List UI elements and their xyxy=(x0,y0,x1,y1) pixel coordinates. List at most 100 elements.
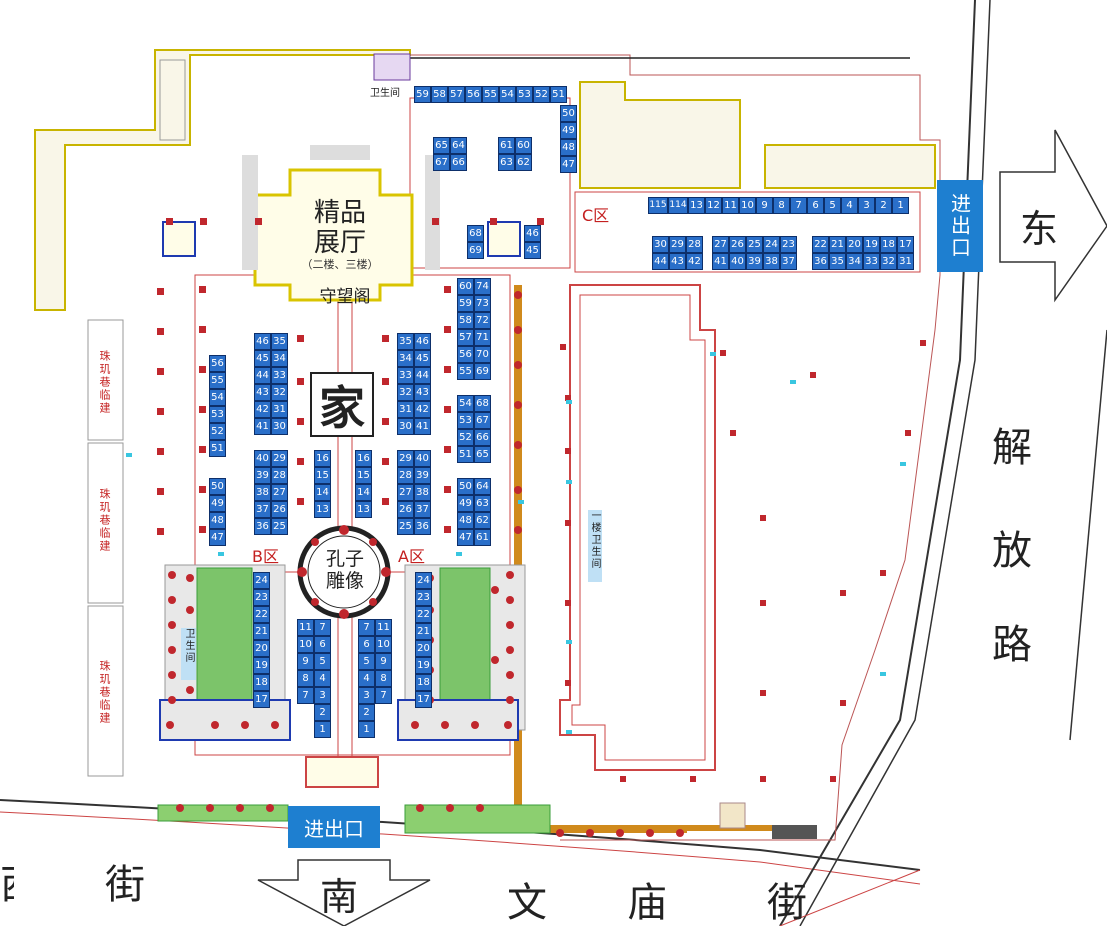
booth[interactable]: 25 xyxy=(397,518,414,535)
booth[interactable]: 68 xyxy=(474,395,491,412)
booth[interactable]: 48 xyxy=(560,139,577,156)
booth[interactable]: 3 xyxy=(358,687,375,704)
booth[interactable]: 59 xyxy=(457,295,474,312)
booth[interactable]: 114 xyxy=(668,197,688,214)
booth[interactable]: 11 xyxy=(375,619,392,636)
booth[interactable]: 11 xyxy=(722,197,739,214)
booth[interactable]: 40 xyxy=(254,450,271,467)
booth[interactable]: 60 xyxy=(515,137,532,154)
booth[interactable]: 45 xyxy=(524,242,541,259)
booth[interactable]: 51 xyxy=(209,440,226,457)
booth[interactable]: 66 xyxy=(450,154,467,171)
booth[interactable]: 28 xyxy=(397,467,414,484)
booth[interactable]: 48 xyxy=(457,512,474,529)
booth[interactable]: 16 xyxy=(355,450,372,467)
booth[interactable]: 51 xyxy=(550,86,567,103)
booth[interactable]: 46 xyxy=(254,333,271,350)
booth[interactable]: 25 xyxy=(271,518,288,535)
booth[interactable]: 63 xyxy=(498,154,515,171)
booth[interactable]: 55 xyxy=(457,363,474,380)
booth[interactable]: 43 xyxy=(414,384,431,401)
booth[interactable]: 57 xyxy=(448,86,465,103)
booth[interactable]: 68 xyxy=(467,225,484,242)
booth[interactable]: 8 xyxy=(773,197,790,214)
booth[interactable]: 38 xyxy=(254,484,271,501)
booth[interactable]: 26 xyxy=(397,501,414,518)
booth[interactable]: 24 xyxy=(763,236,780,253)
booth[interactable]: 42 xyxy=(254,401,271,418)
booth[interactable]: 43 xyxy=(669,253,686,270)
booth[interactable]: 56 xyxy=(457,346,474,363)
booth[interactable]: 61 xyxy=(498,137,515,154)
booth[interactable]: 63 xyxy=(474,495,491,512)
booth[interactable]: 34 xyxy=(397,350,414,367)
booth[interactable]: 26 xyxy=(729,236,746,253)
booth[interactable]: 25 xyxy=(746,236,763,253)
booth[interactable]: 42 xyxy=(686,253,703,270)
booth[interactable]: 49 xyxy=(560,122,577,139)
booth[interactable]: 58 xyxy=(431,86,448,103)
booth[interactable]: 72 xyxy=(474,312,491,329)
booth[interactable]: 27 xyxy=(712,236,729,253)
booth[interactable]: 32 xyxy=(271,384,288,401)
booth[interactable]: 62 xyxy=(474,512,491,529)
booth[interactable]: 40 xyxy=(414,450,431,467)
booth[interactable]: 47 xyxy=(209,529,226,546)
booth[interactable]: 62 xyxy=(515,154,532,171)
booth[interactable]: 70 xyxy=(474,346,491,363)
booth[interactable]: 53 xyxy=(516,86,533,103)
booth[interactable]: 7 xyxy=(375,687,392,704)
booth[interactable]: 1 xyxy=(314,721,331,738)
booth[interactable]: 41 xyxy=(254,418,271,435)
booth[interactable]: 42 xyxy=(414,401,431,418)
booth[interactable]: 7 xyxy=(297,687,314,704)
booth[interactable]: 34 xyxy=(846,253,863,270)
booth[interactable]: 74 xyxy=(474,278,491,295)
booth[interactable]: 48 xyxy=(209,512,226,529)
booth[interactable]: 10 xyxy=(297,636,314,653)
booth[interactable]: 40 xyxy=(729,253,746,270)
booth[interactable]: 26 xyxy=(271,501,288,518)
booth[interactable]: 43 xyxy=(254,384,271,401)
booth[interactable]: 31 xyxy=(397,401,414,418)
booth[interactable]: 23 xyxy=(253,589,270,606)
booth[interactable]: 35 xyxy=(271,333,288,350)
booth[interactable]: 47 xyxy=(560,156,577,173)
booth[interactable]: 35 xyxy=(397,333,414,350)
booth[interactable]: 24 xyxy=(415,572,432,589)
booth[interactable]: 30 xyxy=(271,418,288,435)
booth[interactable]: 73 xyxy=(474,295,491,312)
booth[interactable]: 38 xyxy=(414,484,431,501)
booth[interactable]: 22 xyxy=(253,606,270,623)
booth[interactable]: 56 xyxy=(209,355,226,372)
booth[interactable]: 54 xyxy=(209,389,226,406)
booth[interactable]: 7 xyxy=(314,619,331,636)
booth[interactable]: 23 xyxy=(780,236,797,253)
booth[interactable]: 50 xyxy=(457,478,474,495)
booth[interactable]: 19 xyxy=(253,657,270,674)
booth[interactable]: 8 xyxy=(375,670,392,687)
booth[interactable]: 20 xyxy=(415,640,432,657)
booth[interactable]: 20 xyxy=(846,236,863,253)
booth[interactable]: 5 xyxy=(358,653,375,670)
booth[interactable]: 6 xyxy=(314,636,331,653)
booth[interactable]: 36 xyxy=(414,518,431,535)
booth[interactable]: 65 xyxy=(433,137,450,154)
booth[interactable]: 46 xyxy=(414,333,431,350)
booth[interactable]: 52 xyxy=(533,86,550,103)
booth[interactable]: 6 xyxy=(807,197,824,214)
booth[interactable]: 46 xyxy=(524,225,541,242)
booth[interactable]: 49 xyxy=(457,495,474,512)
booth[interactable]: 39 xyxy=(414,467,431,484)
booth[interactable]: 18 xyxy=(880,236,897,253)
booth[interactable]: 19 xyxy=(415,657,432,674)
booth[interactable]: 16 xyxy=(314,450,331,467)
booth[interactable]: 38 xyxy=(763,253,780,270)
booth[interactable]: 60 xyxy=(457,278,474,295)
booth[interactable]: 64 xyxy=(474,478,491,495)
booth[interactable]: 61 xyxy=(474,529,491,546)
booth[interactable]: 12 xyxy=(705,197,722,214)
booth[interactable]: 50 xyxy=(209,478,226,495)
booth[interactable]: 9 xyxy=(756,197,773,214)
booth[interactable]: 44 xyxy=(652,253,669,270)
